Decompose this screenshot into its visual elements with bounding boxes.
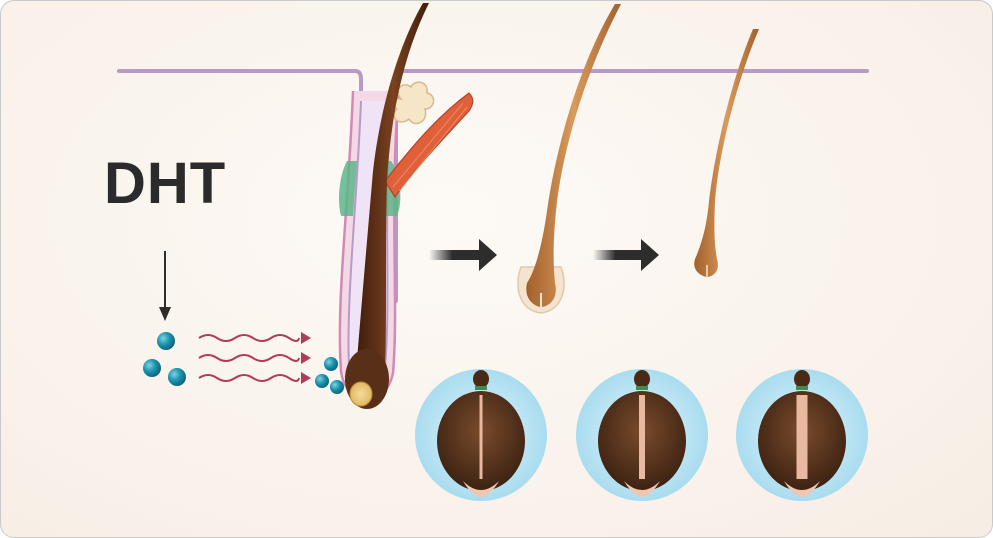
head-stage-1 [415,369,547,501]
wave-arrowhead [301,332,311,344]
skin-surface-line [117,69,869,303]
hair-stage-medium [517,4,621,314]
dht-molecule [324,357,338,371]
wavy-arrows [198,334,300,382]
hair-shaft-thick [356,3,429,392]
progression-arrow-2 [593,239,659,271]
down-arrow [159,251,171,321]
progression-arrow-1 [429,239,497,271]
sebaceous-gland [391,81,435,125]
head-stage-3 [736,369,868,501]
wave-arrowhead [301,372,311,384]
dht-molecule [330,380,344,394]
dht-label: DHT [104,151,227,216]
dht-molecule [157,332,175,350]
wave-arrowhead [301,352,311,364]
dht-molecule [168,368,186,386]
muscle-fiber-lines [392,102,468,192]
head-stage-2 [576,369,708,501]
hair-stage-thin [694,29,759,277]
sebaceous-tissue-left [339,161,357,216]
dermal-papilla [349,381,373,407]
dht-molecule [315,374,329,388]
dht-molecule [143,359,161,377]
